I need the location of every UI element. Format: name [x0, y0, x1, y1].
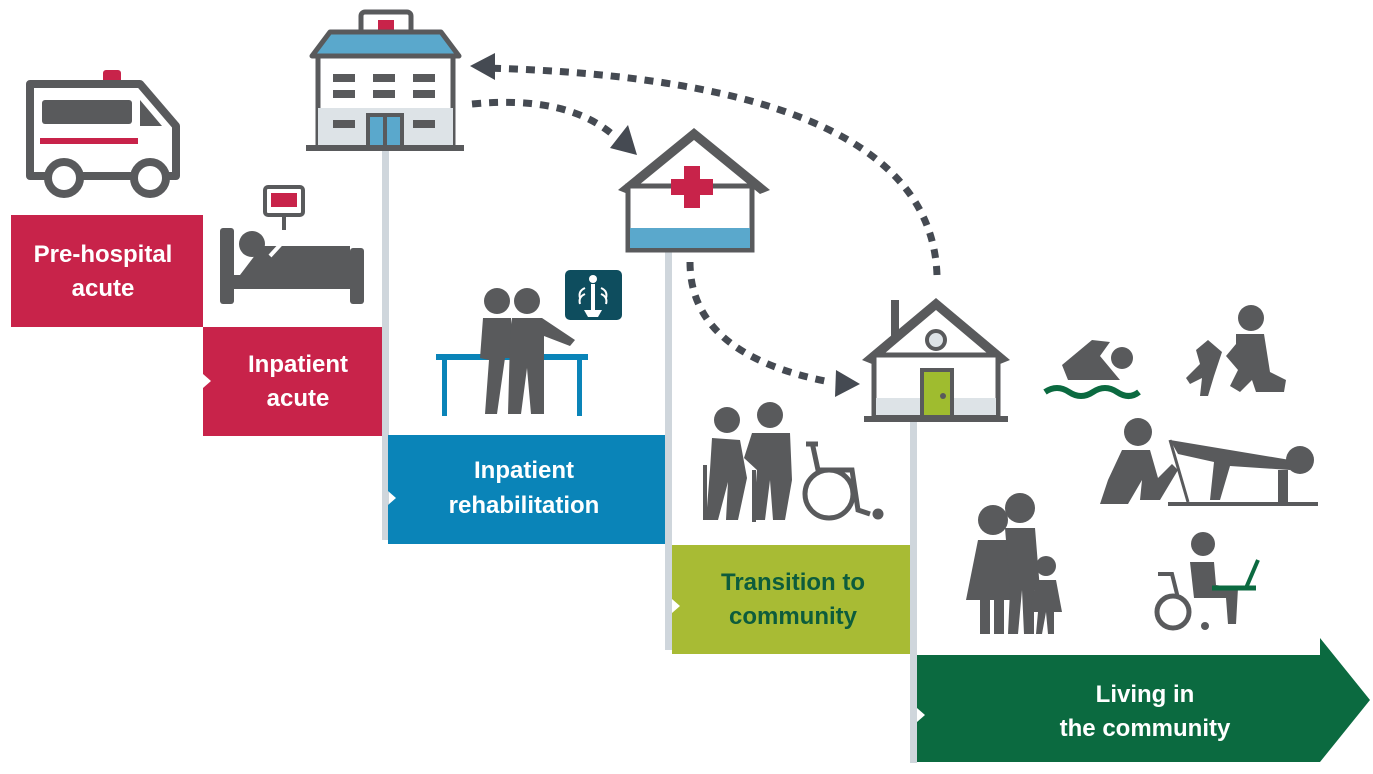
home-icon [862, 298, 1010, 422]
flow-arrows [471, 64, 941, 386]
family-icon [966, 493, 1062, 634]
ambulance-icon [26, 70, 180, 198]
stage-label-transition-2: community [729, 603, 858, 630]
arrow-head-rehab [610, 125, 637, 155]
arrow-head-hospital [470, 53, 495, 80]
arrow-head-home [835, 370, 860, 397]
connector-lines [382, 150, 917, 763]
stage-label-living-2: the community [1060, 715, 1231, 742]
swimming-icon [1043, 340, 1141, 399]
stage-banners [11, 215, 1370, 762]
stage-banner-inpatient-acute [203, 327, 382, 436]
stage-label-pre-hospital-2: acute [72, 275, 135, 302]
arrow-heads [470, 53, 860, 397]
stage-label-inpatient-rehab-2: rehabilitation [449, 492, 600, 519]
arrow-hospital-to-rehab [471, 98, 615, 137]
stage-banner-transition [672, 545, 910, 654]
stage-label-inpatient-rehab: Inpatient [474, 457, 574, 484]
stage-labels: Pre-hospital acute Inpatient acute Inpat… [34, 241, 1231, 742]
exercise-icon [1100, 418, 1318, 506]
stage-label-pre-hospital: Pre-hospital [34, 241, 173, 268]
physiotherapy-icon [436, 288, 588, 416]
arrow-home-to-hospital [484, 64, 941, 276]
wheelchair-laptop-icon [1154, 532, 1260, 631]
rehab-center-icon [618, 128, 770, 253]
stage-label-inpatient-acute-2: acute [267, 385, 330, 412]
stage-banner-inpatient-rehab [388, 435, 665, 544]
hospital-bed-icon [220, 185, 364, 304]
stage-banner-living [917, 638, 1370, 762]
arrow-rehab-to-home [686, 261, 831, 386]
stage-label-inpatient-acute: Inpatient [248, 351, 348, 378]
stage-banner-pre-hospital [11, 215, 203, 327]
xray-icon [565, 270, 622, 320]
hospital-icon [306, 9, 464, 151]
stage-label-living: Living in [1096, 681, 1195, 708]
walking-assist-icon [703, 402, 792, 522]
dog-walking-icon [1186, 305, 1286, 396]
wheelchair-icon [802, 441, 884, 521]
stage-label-transition: Transition to [721, 569, 865, 596]
